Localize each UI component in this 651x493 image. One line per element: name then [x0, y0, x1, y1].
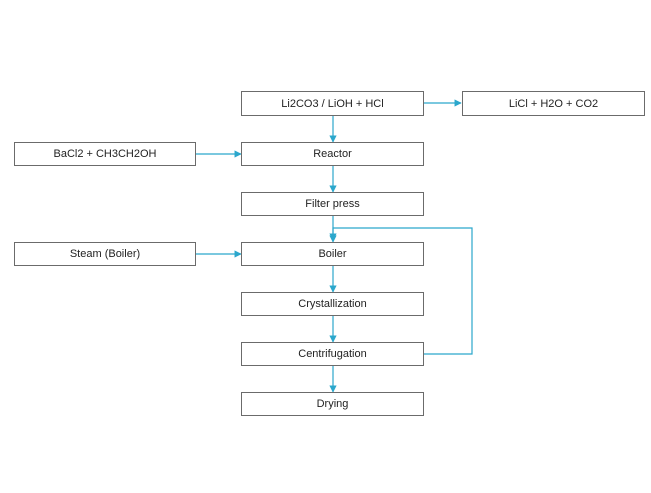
- node-reactor-label: Reactor: [313, 148, 352, 160]
- node-centrifugation: Centrifugation: [241, 342, 424, 366]
- node-steam: Steam (Boiler): [14, 242, 196, 266]
- node-gas-out-label: LiCl + H2O + CO2: [508, 97, 599, 110]
- node-gas-out: LiCl + H2O + CO2: [462, 91, 645, 116]
- node-feed: Li2CO3 / LiOH + HCl: [241, 91, 424, 116]
- node-drying: Drying: [241, 392, 424, 416]
- node-filter-press-label: Filter press: [305, 198, 360, 210]
- node-drying-label: Drying: [316, 398, 349, 410]
- node-centrifugation-label: Centrifugation: [298, 348, 367, 360]
- node-reagent-label: BaCl2 + CH3CH2OH: [53, 148, 157, 160]
- node-crystallization-label: Crystallization: [298, 298, 367, 310]
- node-reagent: BaCl2 + CH3CH2OH: [14, 142, 196, 166]
- node-filter-press: Filter press: [241, 192, 424, 216]
- node-boiler-label: Boiler: [318, 248, 347, 260]
- node-reactor: Reactor: [241, 142, 424, 166]
- node-crystallization: Crystallization: [241, 292, 424, 316]
- node-boiler: Boiler: [241, 242, 424, 266]
- node-steam-label: Steam (Boiler): [69, 248, 141, 260]
- recycle-loop-line: [329, 227, 473, 355]
- node-feed-label: Li2CO3 / LiOH + HCl: [281, 97, 384, 110]
